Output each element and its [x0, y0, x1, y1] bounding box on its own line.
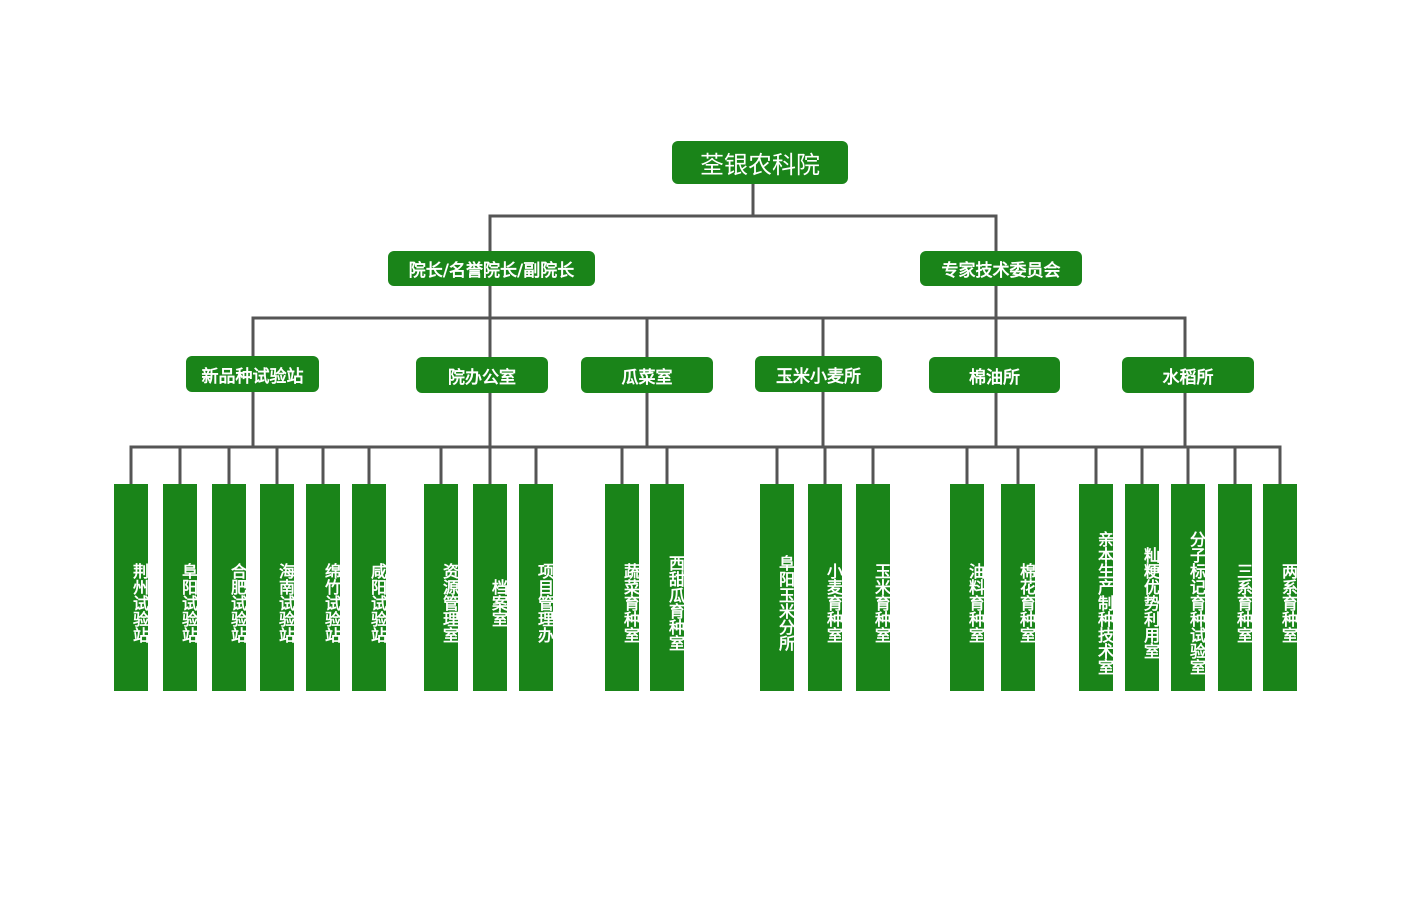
leaf-node: 绵竹试验站 [306, 484, 341, 691]
leaf-node: 资源管理室 [424, 484, 459, 691]
leaf-node: 档案室 [473, 484, 508, 691]
leaf-node: 阜阳玉米分所 [760, 484, 795, 691]
level1-node-leadership: 院长/名誉院长/副院长 [388, 251, 595, 286]
leaf-node: 两系育种室 [1263, 484, 1298, 691]
leaf-node: 籼粳优势利用室 [1125, 484, 1160, 691]
level2-node-cotton-oil: 棉油所 [929, 357, 1060, 393]
leaf-node: 荆州试验站 [114, 484, 149, 691]
level2-node-rice: 水稻所 [1122, 357, 1254, 393]
leaf-node: 玉米育种室 [856, 484, 891, 691]
leaf-node: 西甜瓜育种室 [650, 484, 685, 691]
leaf-node: 油料育种室 [950, 484, 985, 691]
level2-node-new-variety-station: 新品种试验站 [186, 356, 319, 392]
root-node: 荃银农科院 [672, 141, 848, 184]
leaf-node: 蔬菜育种室 [605, 484, 640, 691]
leaf-node: 项目管理办 [519, 484, 554, 691]
level2-node-melon-vegetable: 瓜菜室 [581, 357, 713, 393]
leaf-node: 小麦育种室 [808, 484, 843, 691]
leaf-node: 咸阳试验站 [352, 484, 387, 691]
leaf-node: 海南试验站 [260, 484, 295, 691]
leaf-node: 棉花育种室 [1001, 484, 1036, 691]
leaf-node: 亲本生产制种技术室 [1079, 484, 1114, 691]
leaf-node: 三系育种室 [1218, 484, 1253, 691]
level2-node-corn-wheat: 玉米小麦所 [755, 356, 882, 392]
level1-node-expert-committee: 专家技术委员会 [920, 251, 1082, 286]
level2-node-admin-office: 院办公室 [416, 357, 548, 393]
leaf-node: 分子标记育种试验室 [1171, 484, 1206, 691]
leaf-node: 合肥试验站 [212, 484, 247, 691]
leaf-node: 阜阳试验站 [163, 484, 198, 691]
